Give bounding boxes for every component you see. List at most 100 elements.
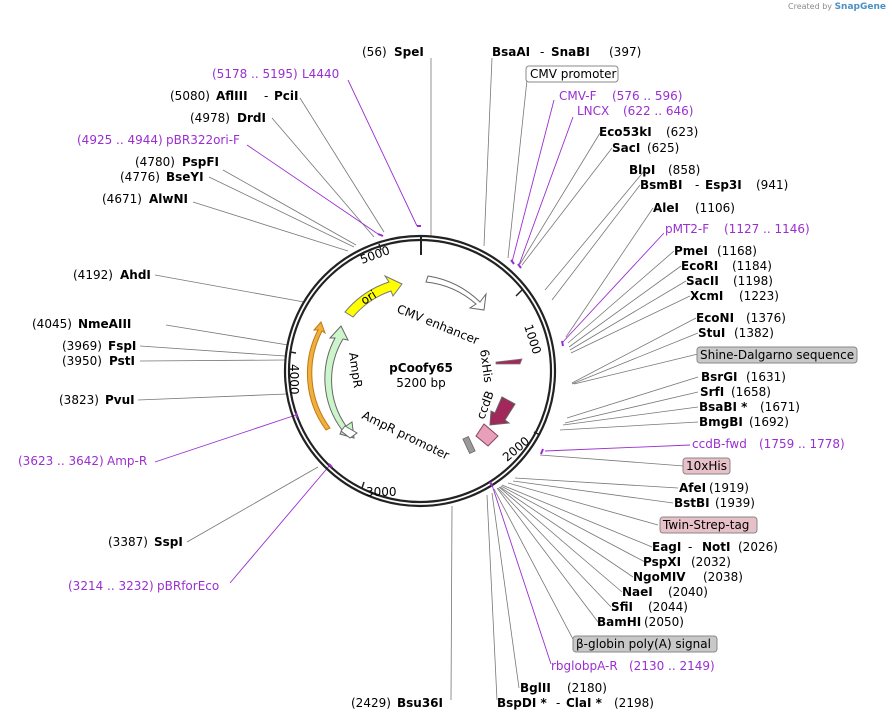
plasmid-name: pCoofy65 <box>389 361 453 375</box>
lncx-range: (622 .. 646) <box>623 104 693 118</box>
bsu36i-name: Bsu36I <box>397 696 443 710</box>
psti-name: PstI <box>109 354 135 368</box>
afliii-name: AflIII <box>216 89 248 103</box>
bseyi-pos: (4776) <box>120 170 160 184</box>
tenxhis-box <box>682 457 731 475</box>
stui-pos: (1382) <box>734 326 774 340</box>
bspdi-sep: - <box>556 696 560 710</box>
alwni-pos: (4671) <box>102 192 142 206</box>
bsaai-sep: - <box>540 45 544 59</box>
ecori-name: EcoRI <box>681 259 718 273</box>
spei-name: SpeI <box>394 45 424 59</box>
bsmbi-sep: - <box>695 178 699 192</box>
sixxhis-feature <box>495 358 523 365</box>
bstbi-name: BstBI <box>674 496 710 510</box>
pspxi-pos: (2032) <box>691 555 731 569</box>
ngomiv-pos: (2038) <box>703 570 743 584</box>
drdi-name: DrdI <box>237 111 266 125</box>
ori-arrow <box>344 274 403 318</box>
sacii-name: SacII <box>686 274 719 288</box>
pbr322-range: (4925 .. 4944) <box>77 133 163 147</box>
ampr-promoter-arrow <box>340 425 358 439</box>
pbrforeco-name: pBRforEco <box>157 579 219 593</box>
pbr322-name: pBR322ori-F <box>166 133 240 147</box>
pmei-name: PmeI <box>674 244 708 258</box>
ampr-promoter-label: AmpR promoter <box>360 408 452 462</box>
ampr-primer-range: (3623 .. 3642) <box>18 454 104 468</box>
tick-5000: 5000 <box>358 243 391 267</box>
cmv-promoter-label: CMV promoter <box>530 67 617 81</box>
bglii-pos: (2180) <box>567 681 607 695</box>
pspxi-name: PspXI <box>643 555 681 569</box>
bamhi-pos: (2050) <box>644 615 684 629</box>
globin-box <box>572 635 718 653</box>
cmvf-range: (576 .. 596) <box>612 89 682 103</box>
ecori-pos: (1184) <box>732 259 772 273</box>
twin-strep-feature <box>475 423 499 447</box>
l4440-name: L4440 <box>302 67 339 81</box>
alwni-name: AlwNI <box>149 192 188 206</box>
ahdi-name: AhdI <box>120 268 151 282</box>
alei-pos: (1106) <box>695 201 735 215</box>
blpi-pos: (858) <box>668 163 700 177</box>
fspi-pos: (3969) <box>62 339 102 353</box>
bseyi-name: BseYI <box>166 170 204 184</box>
saci-pos: (625) <box>647 141 679 155</box>
bsu36i-pos: (2429) <box>351 696 391 710</box>
credit-brand: SnapGene <box>834 2 886 12</box>
snapgene-credit: Created by SnapGene <box>788 2 886 12</box>
esp3i-name: Esp3I <box>705 178 742 192</box>
noti-name: NotI <box>702 540 731 554</box>
twinstrep-box <box>659 516 758 534</box>
nmeaiii-name: NmeAIII <box>78 317 131 331</box>
primer-connectors <box>154 79 691 665</box>
sfii-name: SfiI <box>611 600 633 614</box>
credit-prefix: Created by <box>788 2 833 11</box>
afei-pos: (1919) <box>709 481 749 495</box>
pspfi-name: PspFI <box>182 155 219 169</box>
bmgbi-name: BmgBI <box>699 415 743 429</box>
bglii-name: BglII <box>520 681 551 695</box>
afei-name: AfeI <box>679 481 706 495</box>
tick-3000: 3000 <box>366 485 397 499</box>
sacii-pos: (1198) <box>733 274 773 288</box>
pcii-name: PciI <box>274 89 299 103</box>
nmeaiii-pos: (4045) <box>32 317 72 331</box>
globin-feature <box>462 435 476 455</box>
eco53ki-pos: (623) <box>666 125 698 139</box>
xcmi-name: XcmI <box>690 289 723 303</box>
eco53ki-name: Eco53kI <box>599 125 652 139</box>
afliii-sep: - <box>264 89 268 103</box>
rbglobpa-range: (2130 .. 2149) <box>629 659 715 673</box>
eagi-pos: (2026) <box>738 540 778 554</box>
snabi-name: SnaBI <box>551 45 590 59</box>
eagi-sep: - <box>688 540 692 554</box>
site-labels: (56) SpeI BsaAI - SnaBI (397) CMV promot… <box>18 45 854 710</box>
bsrgi-name: BsrGI <box>701 370 738 384</box>
afliii-pos: (5080) <box>170 89 210 103</box>
ccdbfwd-range: (1759 .. 1778) <box>759 437 845 451</box>
eagi-name: EagI <box>652 540 681 554</box>
ccdb-arrow <box>489 396 516 426</box>
pmt2f-name: pMT2-F <box>665 222 709 236</box>
stui-name: StuI <box>698 326 725 340</box>
plasmid-size: 5200 bp <box>396 376 446 390</box>
sspi-pos: (3387) <box>108 535 148 549</box>
fspi-name: FspI <box>108 339 136 353</box>
pvui-pos: (3823) <box>59 393 99 407</box>
shine-box <box>696 346 858 364</box>
naei-pos: (2040) <box>668 585 708 599</box>
globin-label: β-globin poly(A) signal <box>576 637 711 651</box>
ampr-orf-arc <box>306 321 331 431</box>
econi-name: EcoNI <box>696 311 734 325</box>
rbglobpa-name: rbglobpA-R <box>551 659 618 673</box>
sspi-name: SspI <box>154 535 183 549</box>
l4440-range: (5178 .. 5195) <box>212 67 298 81</box>
bspdi-name: BspDI * <box>497 696 547 710</box>
econi-pos: (1376) <box>746 311 786 325</box>
backbone-outer <box>283 234 557 508</box>
ampr-label: AmpR <box>346 351 365 388</box>
sfii-pos: (2044) <box>648 600 688 614</box>
naei-name: NaeI <box>622 585 653 599</box>
